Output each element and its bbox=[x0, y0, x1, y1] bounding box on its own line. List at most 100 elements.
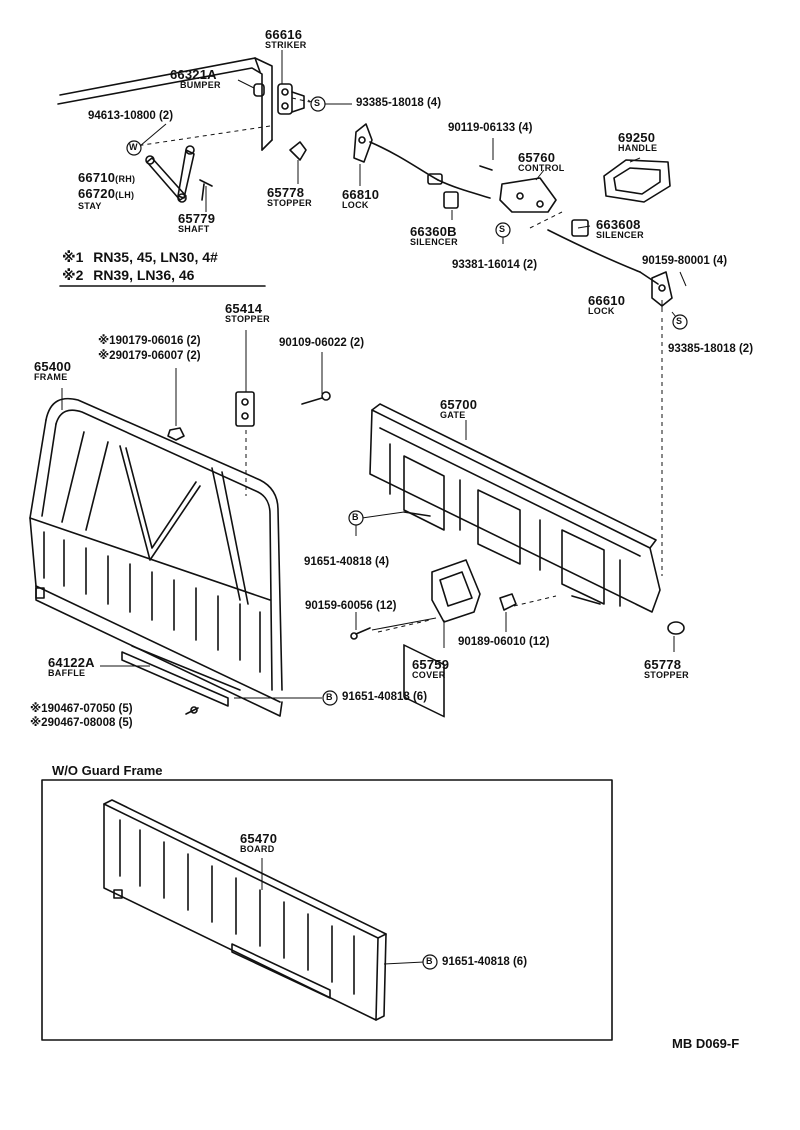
nut-90179-part bbox=[167, 427, 185, 441]
handle-part bbox=[603, 159, 671, 203]
part-number: 65760 bbox=[518, 150, 556, 165]
part-663608: 663608 SILENCER bbox=[596, 218, 644, 240]
symbol-s-2: S bbox=[499, 224, 506, 234]
dashed-guides bbox=[135, 97, 663, 633]
part-name: GATE bbox=[440, 410, 466, 420]
part-66810: 66810 LOCK bbox=[342, 188, 379, 210]
bumper-part bbox=[253, 83, 265, 97]
symbol-s-1: S bbox=[314, 98, 321, 108]
part-number: 65759 bbox=[412, 657, 450, 672]
part-number: 663608 bbox=[596, 217, 641, 232]
part-90467-b: ※290467-08008 (5) bbox=[30, 717, 133, 730]
symbol-b-2: B bbox=[326, 692, 333, 702]
part-91651-gate: 91651-40818 (4) bbox=[304, 556, 390, 568]
part-name: STOPPER bbox=[225, 314, 270, 324]
part-mark: ※2 bbox=[30, 717, 48, 729]
circled-symbols bbox=[126, 96, 688, 970]
part-91651-frame: 91651-40818 (6) bbox=[342, 691, 428, 703]
part-mark: ※2 bbox=[98, 350, 116, 362]
part-66710: 66710(RH) bbox=[78, 170, 135, 186]
part-90189: 90189-06010 (12) bbox=[458, 636, 550, 648]
part-name: STOPPER bbox=[644, 670, 689, 680]
part-number: 65414 bbox=[225, 301, 263, 316]
striker-part bbox=[277, 83, 305, 115]
part-number: 90467-07050 (5) bbox=[47, 703, 133, 715]
part-90467-a: ※190467-07050 (5) bbox=[30, 703, 133, 716]
note-text: RN35, 45, LN30, 4# bbox=[93, 249, 218, 265]
part-mark: ※1 bbox=[30, 703, 48, 715]
stopper-65778b-part bbox=[667, 621, 685, 635]
part-name: STRIKER bbox=[265, 40, 307, 50]
part-number: 69250 bbox=[618, 130, 656, 145]
part-number: 90179-06007 (2) bbox=[115, 350, 201, 362]
silencer-left-part bbox=[443, 191, 459, 209]
part-number: 66360B bbox=[410, 224, 457, 239]
note-mark: ※2 bbox=[62, 267, 84, 283]
part-90159-top: 90159-80001 (4) bbox=[642, 255, 728, 267]
symbol-w: W bbox=[129, 142, 138, 152]
part-90109: 90109-06022 (2) bbox=[279, 337, 365, 349]
control-part bbox=[479, 165, 557, 213]
part-number: 66610 bbox=[588, 293, 626, 308]
part-number: 64122A bbox=[48, 655, 95, 670]
symbol-b-3: B bbox=[426, 956, 433, 966]
part-65760: 65760 CONTROL bbox=[518, 151, 565, 173]
part-name: LOCK bbox=[342, 200, 369, 210]
board-drawing bbox=[103, 799, 387, 1021]
part-name: SILENCER bbox=[410, 237, 458, 247]
part-number: 66616 bbox=[265, 27, 303, 42]
note-2: ※2 RN39, LN36, 46 bbox=[62, 268, 194, 282]
lock-left-part bbox=[353, 123, 491, 199]
part-name: COVER bbox=[412, 670, 446, 680]
bolt-90109-part bbox=[301, 391, 331, 405]
stay-part bbox=[145, 145, 195, 203]
part-name: STAY bbox=[78, 201, 102, 211]
part-number: 65700 bbox=[440, 397, 478, 412]
part-name: CONTROL bbox=[518, 163, 565, 173]
part-65759: 65759 COVER bbox=[412, 658, 449, 680]
part-suffix: (RH) bbox=[115, 174, 136, 184]
part-64122A: 64122A BAFFLE bbox=[48, 656, 95, 678]
part-65778-top: 65778 STOPPER bbox=[267, 186, 312, 208]
part-name: SILENCER bbox=[596, 230, 644, 240]
part-number: 90179-06016 (2) bbox=[115, 335, 201, 347]
part-number: 65779 bbox=[178, 211, 216, 226]
part-number: 90467-08008 (5) bbox=[47, 717, 133, 729]
part-65470: 65470 BOARD bbox=[240, 832, 277, 854]
part-suffix: (LH) bbox=[115, 190, 135, 200]
part-93385-top: 93385-18018 (4) bbox=[356, 97, 442, 109]
section-title: W/O Guard Frame bbox=[52, 763, 163, 778]
leader-lines bbox=[61, 50, 687, 965]
part-66610: 66610 LOCK bbox=[588, 294, 625, 316]
note-mark: ※1 bbox=[62, 249, 84, 265]
gate-drawing bbox=[369, 403, 661, 718]
part-name: BAFFLE bbox=[48, 668, 86, 678]
part-90119: 90119-06133 (4) bbox=[448, 122, 533, 134]
part-number: 65778 bbox=[644, 657, 682, 672]
bed-corner-drawing bbox=[57, 57, 273, 151]
board-section-border bbox=[41, 779, 613, 1041]
part-91651-board: 91651-40818 (6) bbox=[442, 956, 528, 968]
part-90159-cover: 90159-60056 (12) bbox=[305, 600, 397, 612]
cover-drawing bbox=[431, 559, 481, 623]
note-1: ※1 RN35, 45, LN30, 4# bbox=[62, 250, 218, 264]
part-66360B: 66360B SILENCER bbox=[410, 225, 458, 247]
part-mark: ※1 bbox=[98, 335, 116, 347]
part-number: 66321A bbox=[170, 67, 217, 82]
part-65778-gate: 65778 STOPPER bbox=[644, 658, 689, 680]
part-name: LOCK bbox=[588, 306, 615, 316]
note-text: RN39, LN36, 46 bbox=[93, 267, 195, 283]
part-93381: 93381-16014 (2) bbox=[452, 259, 538, 271]
part-65414: 65414 STOPPER bbox=[225, 302, 270, 324]
part-66720: 66720(LH) STAY bbox=[78, 186, 134, 211]
part-number: 66710 bbox=[78, 170, 116, 185]
symbol-b-1: B bbox=[352, 512, 359, 522]
baffle-drawing bbox=[121, 645, 241, 707]
lock-right-part bbox=[547, 229, 673, 307]
part-number: 65400 bbox=[34, 359, 72, 374]
part-69250: 69250 HANDLE bbox=[618, 131, 657, 153]
silencer-right-part bbox=[571, 219, 589, 237]
shaft-part bbox=[199, 179, 213, 201]
